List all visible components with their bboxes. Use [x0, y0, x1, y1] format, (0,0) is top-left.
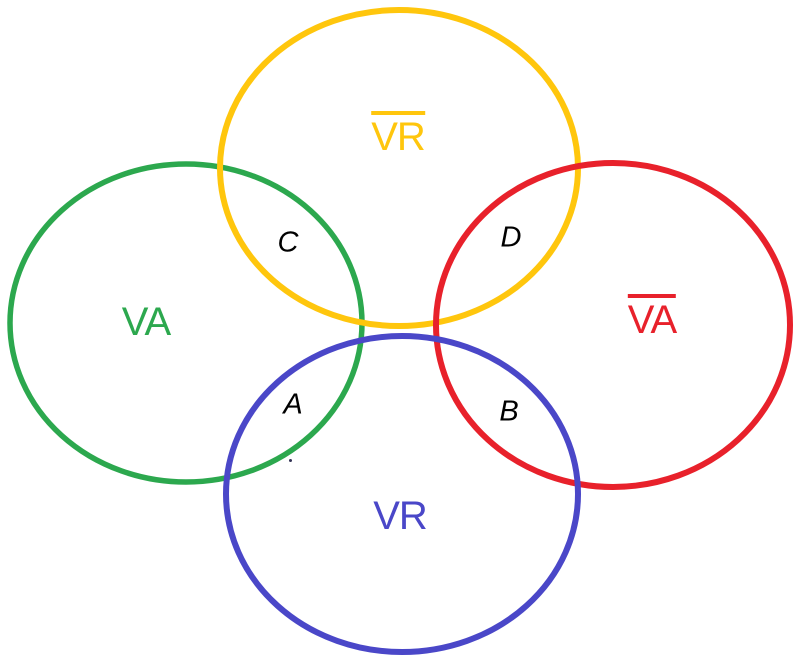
region-label-c: C: [277, 226, 299, 259]
circle-not-vr: [217, 7, 581, 329]
set-label-vr-text: VR: [373, 494, 428, 538]
region-label-b: B: [499, 395, 519, 428]
set-label-not-va-text: VA: [627, 294, 677, 340]
region-label-d: D: [500, 221, 522, 254]
set-label-va-text: VA: [121, 300, 171, 344]
set-label-not-vr: VR: [371, 111, 426, 157]
set-label-va: VA: [121, 300, 171, 344]
stray-dot: [289, 459, 292, 462]
circle-va: [7, 161, 365, 485]
region-label-a: A: [283, 388, 303, 421]
circle-vr: [223, 333, 581, 655]
set-label-not-vr-text: VR: [371, 111, 426, 157]
set-label-not-va: VA: [627, 294, 677, 340]
circle-not-va: [433, 160, 793, 490]
set-label-vr: VR: [373, 494, 428, 538]
